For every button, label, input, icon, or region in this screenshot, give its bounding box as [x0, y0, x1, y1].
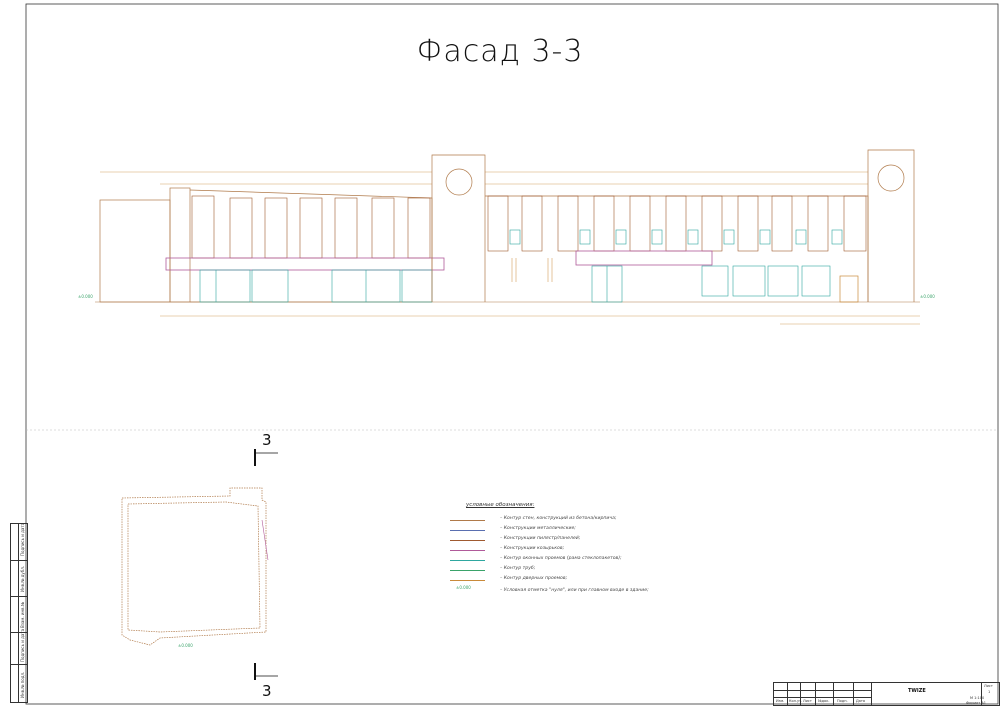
- side-stamp-strip: Подпись и дата Инв.№ дубл. Взам. инв.№ П…: [10, 523, 28, 703]
- left-pilasters: [191, 195, 431, 259]
- left-windows: [199, 269, 433, 303]
- legend-item: – Контур труб;: [450, 566, 680, 576]
- right-pilasters: [487, 195, 867, 252]
- stamp-scale: М 1:100: [970, 696, 985, 700]
- stamp-col: Кол.уч.: [789, 699, 803, 703]
- left-canopy: [165, 257, 445, 271]
- stamp-project-name: TWIZE: [908, 688, 926, 694]
- legend-item: – Конструкции металлические;: [450, 526, 680, 536]
- legend-item: – Контур оконных проемов (рама стеклопак…: [450, 556, 680, 566]
- entrance-door: [839, 275, 859, 303]
- top-dimension-line: [100, 171, 868, 185]
- legend-zero-mark: ±0.000: [456, 585, 471, 590]
- legend-item: – Конструкции козырьков;: [450, 546, 680, 556]
- stamp-sheet-number: 1: [988, 690, 991, 694]
- right-upper-windows: [509, 229, 843, 245]
- side-strip-label: Инв.№ дубл.: [20, 565, 25, 592]
- side-strip-label: Взам. инв.№: [20, 602, 25, 628]
- bottom-dimension-line: [160, 315, 920, 325]
- side-strip-label: Инв.№ подл.: [20, 671, 25, 698]
- side-strip-label: Подпись и дата: [20, 522, 25, 556]
- right-lower-windows: [591, 265, 831, 303]
- stamp-col: Изм.: [776, 699, 785, 703]
- stamp-col: Дата: [856, 699, 866, 703]
- drawing-title: Фасад 3-3: [416, 34, 584, 69]
- legend-item: – Контур стен, конструкций из бетона/кир…: [450, 516, 680, 526]
- left-tower: [431, 154, 486, 302]
- downpipes: [511, 258, 553, 282]
- side-strip-label: Подпись и дата: [20, 628, 25, 662]
- stamp-col: Лист: [803, 699, 812, 703]
- right-canopy: [575, 250, 713, 266]
- stamp-sheet-label: Лист: [984, 684, 993, 688]
- legend-item: – Контур дверных проемов;: [450, 576, 680, 586]
- stamp-format: Формат А1: [966, 701, 986, 705]
- section-mark-bottom: 3: [262, 682, 272, 700]
- level-mark-left: ±0.000: [78, 294, 93, 299]
- legend-title: условные обозначения:: [466, 502, 535, 508]
- legend-item: – Условная отметка "нуля", или при главн…: [500, 588, 649, 593]
- section-mark-top: 3: [262, 431, 272, 449]
- right-tower: [867, 149, 915, 302]
- level-mark-right: ±0.000: [920, 294, 935, 299]
- level-mark-plan: ±0.000: [178, 643, 193, 648]
- stamp-col: Подп.: [837, 699, 848, 703]
- legend-item: – Конструкции пилястр/панелей;: [450, 536, 680, 546]
- stamp-col: №док.: [818, 699, 830, 703]
